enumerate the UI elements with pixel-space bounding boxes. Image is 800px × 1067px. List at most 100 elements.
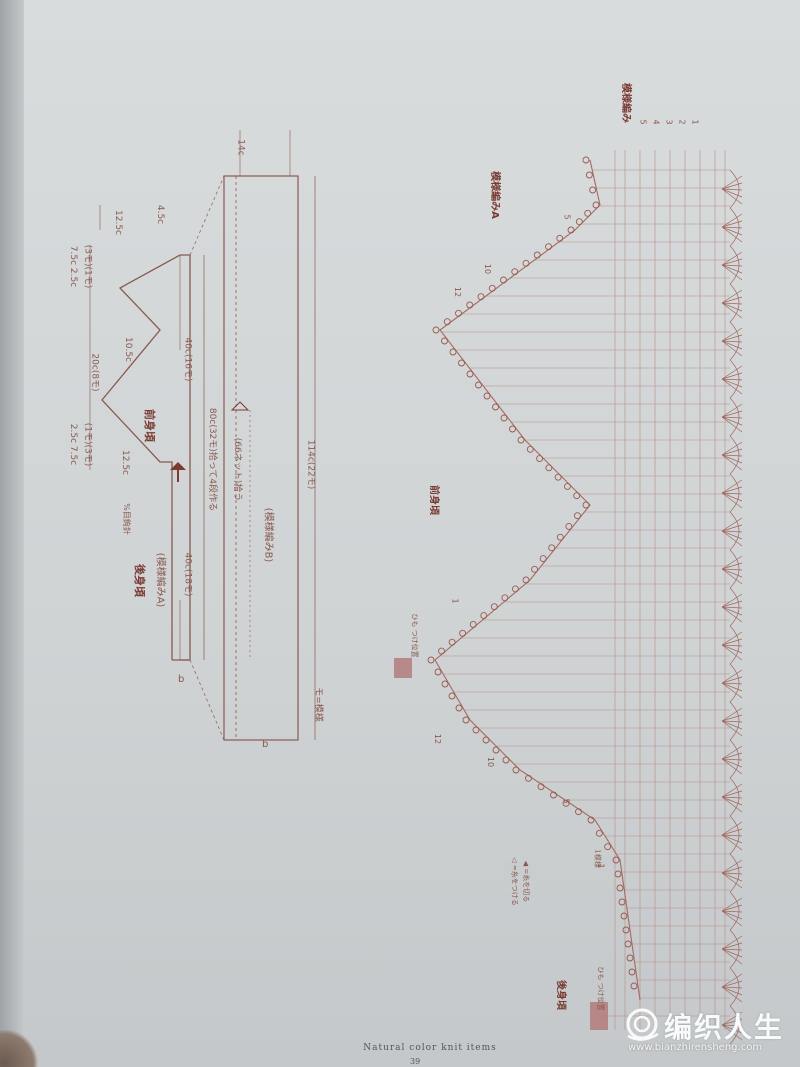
chart-fan bbox=[729, 701, 740, 741]
chart-fan-ray bbox=[721, 821, 743, 836]
chart-picot bbox=[490, 603, 498, 611]
chart-picot bbox=[488, 284, 496, 292]
chart-picot bbox=[614, 870, 622, 878]
chart-picot bbox=[573, 492, 581, 500]
chart-fan-ray bbox=[721, 410, 743, 418]
chart-fan-ray bbox=[721, 365, 743, 380]
chart-picot bbox=[554, 473, 562, 481]
row-number-top: 4 bbox=[651, 119, 661, 125]
chart-picot bbox=[595, 829, 603, 837]
band-rectangle bbox=[223, 175, 299, 741]
chart-picot bbox=[466, 301, 474, 309]
chart-picot bbox=[438, 647, 446, 655]
chart-fan bbox=[729, 321, 740, 361]
chart-fan-ray bbox=[721, 897, 743, 912]
chart-fan-ray bbox=[721, 986, 743, 1003]
chart-fan bbox=[729, 587, 740, 627]
chart-fan-ray bbox=[721, 834, 743, 844]
chart-fan-ray bbox=[721, 986, 743, 989]
chart-fan-ray bbox=[721, 448, 743, 456]
chart-fan-ray bbox=[721, 593, 743, 608]
row-number-chart: 1 bbox=[450, 598, 460, 604]
chart-picot bbox=[567, 226, 575, 234]
chart-fan-ray bbox=[721, 600, 743, 608]
chart-picot bbox=[525, 774, 532, 782]
chart-picot bbox=[492, 746, 500, 754]
direction-arrow-2 bbox=[230, 401, 250, 411]
chart-picot bbox=[483, 392, 491, 400]
chart-zigzag-edge bbox=[434, 159, 641, 1001]
chart-picot bbox=[482, 736, 490, 744]
chart-fan bbox=[729, 663, 740, 703]
chart-fan-ray bbox=[721, 1024, 743, 1034]
row-number-chart: 1 bbox=[596, 863, 606, 869]
chart-fan-ray bbox=[721, 758, 743, 768]
chart-picot bbox=[449, 348, 457, 356]
chart-fan-ray bbox=[721, 302, 743, 305]
chart-fan-ray bbox=[721, 644, 743, 647]
chart-picot bbox=[592, 201, 600, 209]
chart-fan bbox=[729, 473, 740, 513]
chart-fan-ray bbox=[721, 631, 743, 646]
chart-fan-ray bbox=[721, 682, 743, 699]
chart-fan bbox=[729, 435, 740, 475]
chart-picot bbox=[618, 898, 626, 906]
chart-picot bbox=[500, 276, 507, 284]
chart-fan-ray bbox=[721, 606, 743, 623]
chart-fan-ray bbox=[721, 834, 743, 851]
paper-sheet bbox=[18, 0, 800, 1067]
chart-fan-ray bbox=[721, 441, 743, 456]
chart-fan-ray bbox=[721, 188, 743, 205]
row-number-chart: 5 bbox=[561, 798, 571, 804]
chart-fan bbox=[729, 929, 740, 969]
chart-fan-ray bbox=[721, 530, 743, 533]
chart-fan-ray bbox=[721, 530, 743, 547]
chart-picot bbox=[522, 259, 530, 267]
chart-fan-ray bbox=[721, 948, 743, 951]
row-number-chart: 12 bbox=[453, 286, 463, 298]
row-number-top: 1 bbox=[690, 119, 700, 125]
chart-fan-ray bbox=[721, 492, 743, 502]
chart-picot bbox=[587, 816, 595, 824]
chart-fan bbox=[729, 625, 740, 665]
chart-fan-ray bbox=[721, 866, 743, 874]
chart-fan-ray bbox=[721, 606, 743, 609]
row-number-chart: 10 bbox=[486, 756, 496, 768]
chart-picot bbox=[582, 156, 590, 164]
row-number-chart: 5 bbox=[562, 214, 572, 220]
chart-fan-ray bbox=[721, 188, 743, 191]
chart-fan-ray bbox=[721, 796, 743, 806]
chart-picot bbox=[628, 968, 636, 976]
chart-fan-ray bbox=[721, 226, 743, 229]
chart-fan-ray bbox=[721, 568, 743, 571]
chart-fan-ray bbox=[721, 859, 743, 874]
chart-fan-ray bbox=[721, 935, 743, 950]
chart-fan-ray bbox=[721, 948, 743, 958]
watermark-url: www.bianzhirensheng.com bbox=[628, 1042, 763, 1053]
chart-picot bbox=[622, 926, 630, 934]
chart-picot bbox=[480, 612, 488, 620]
chart-fan-ray bbox=[721, 872, 743, 889]
chart-fan-ray bbox=[721, 524, 743, 532]
chart-fan-ray bbox=[721, 492, 743, 509]
chart-picot bbox=[584, 209, 592, 217]
chart-fan-ray bbox=[721, 289, 743, 304]
chart-fan bbox=[729, 549, 740, 589]
chart-fan-ray bbox=[721, 872, 743, 882]
chart-picot bbox=[459, 629, 467, 637]
watermark-logo-icon bbox=[626, 1008, 659, 1041]
chart-fan-ray bbox=[721, 416, 743, 426]
chart-picot bbox=[501, 594, 509, 602]
chart-picot bbox=[604, 843, 612, 851]
chart-fan-ray bbox=[721, 568, 743, 578]
chart-picot bbox=[630, 982, 638, 990]
chart-fan-ray bbox=[721, 942, 743, 950]
chart-picot bbox=[512, 766, 520, 774]
chart-fan-ray bbox=[721, 226, 743, 243]
chart-fan bbox=[729, 169, 740, 209]
chart-fan bbox=[729, 815, 740, 855]
chart-fan-ray bbox=[721, 264, 743, 274]
chart-picot bbox=[573, 512, 581, 520]
chart-picot bbox=[565, 522, 573, 530]
